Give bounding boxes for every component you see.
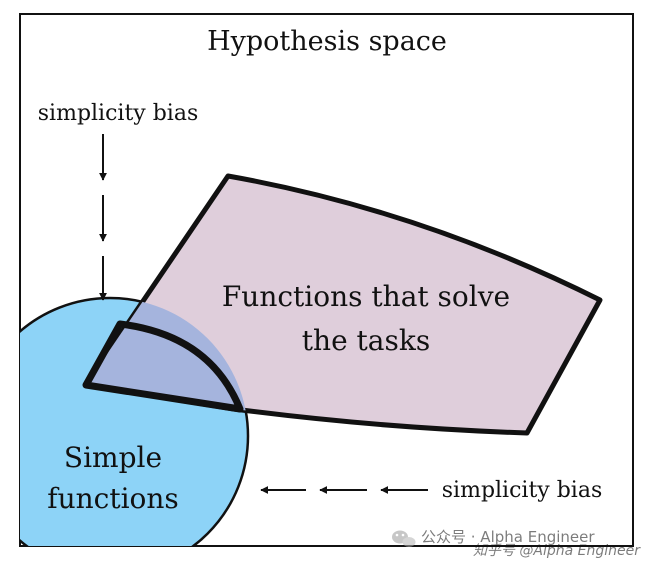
overlap-boundary — [82, 320, 244, 413]
simple-functions-label-line2: functions — [47, 482, 179, 515]
watermark-line2: 知乎号 @Alpha Engineer — [473, 543, 641, 559]
simplicity-bias-top-label: simplicity bias — [38, 101, 199, 126]
tasks-region-label-line2: the tasks — [302, 324, 430, 357]
tasks-region-label-line1: Functions that solve — [222, 280, 510, 313]
wechat-icon — [392, 530, 416, 547]
simplicity-bias-bottom-label: simplicity bias — [442, 478, 603, 503]
simple-functions-label-line1: Simple — [64, 441, 162, 474]
diagram-title: Hypothesis space — [207, 26, 447, 57]
watermark-line1: 公众号 · Alpha Engineer — [421, 528, 595, 546]
watermark: 公众号 · Alpha Engineer 知乎号 @Alpha Engineer — [392, 528, 641, 559]
